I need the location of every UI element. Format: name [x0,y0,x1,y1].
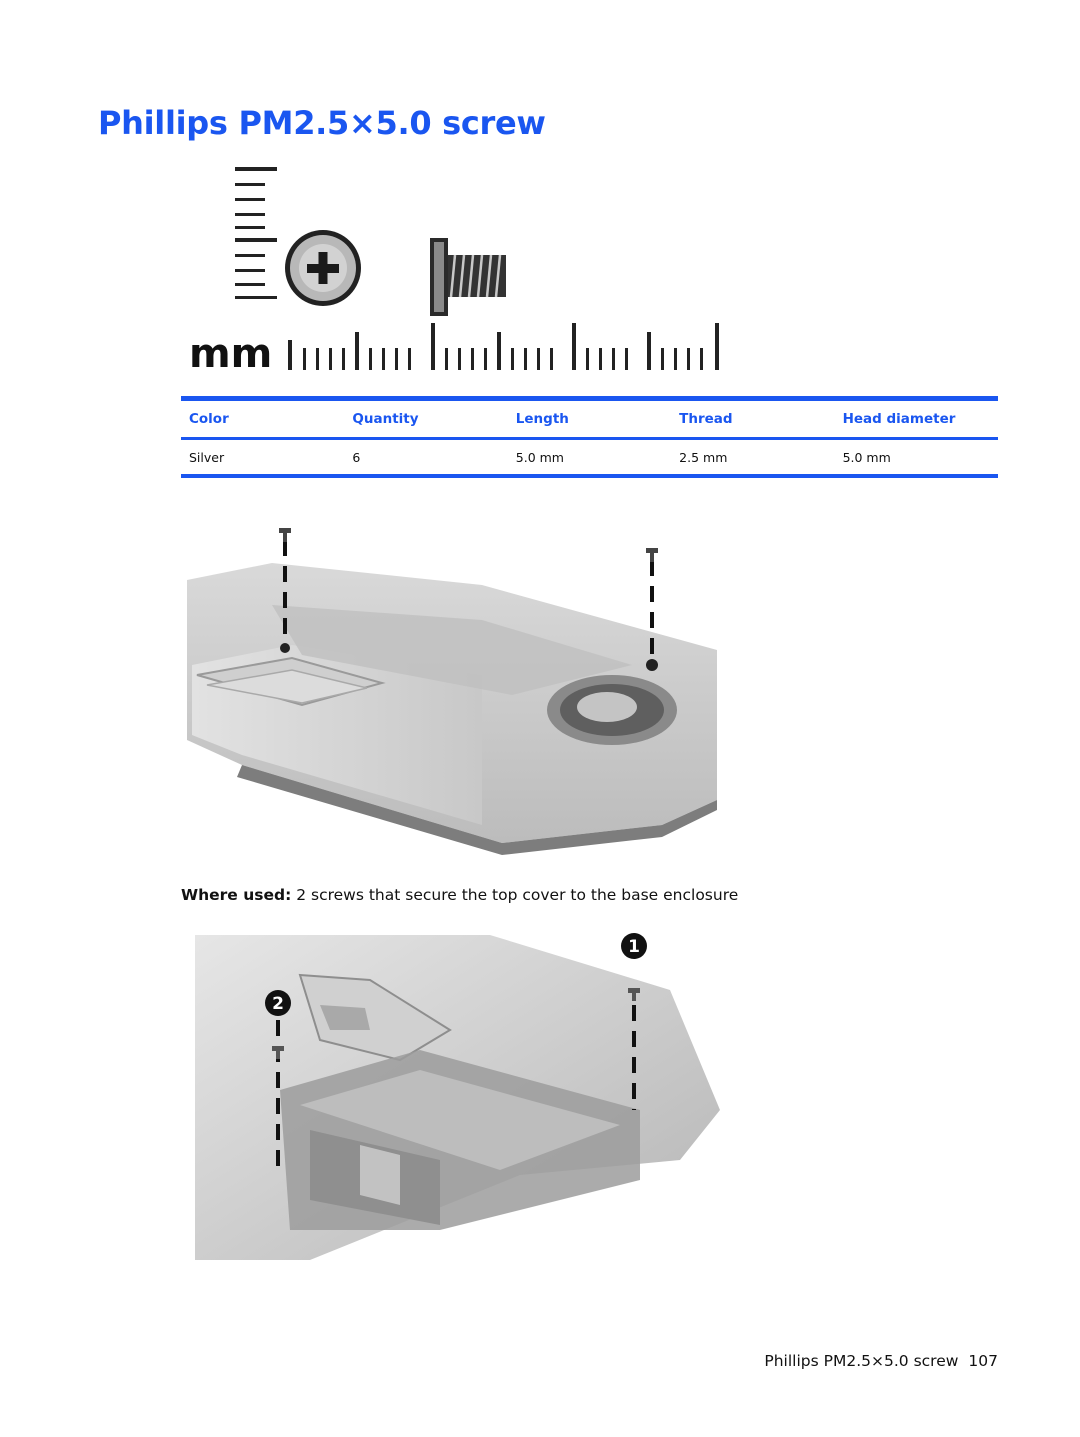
page-footer: Phillips PM2.5×5.0 screw 107 [764,1352,998,1370]
cell-length: 5.0 mm [515,449,564,465]
callout-2-badge: 2 [265,990,291,1016]
table-bottom-rule [181,474,998,478]
callout-2-number: 2 [272,994,284,1014]
vertical-ruler [235,167,277,299]
screw-head-top-view [285,230,361,306]
where-used-text: 2 screws that secure the top cover to th… [296,886,739,904]
footer-title: Phillips PM2.5×5.0 screw [764,1352,959,1370]
table-header-row: Color Quantity Length Thread Head diamet… [181,401,998,437]
header-head-diameter: Head diameter [842,411,956,427]
base-enclosure-photo: 1 2 [195,933,720,1260]
cell-head-diameter: 5.0 mm [842,449,891,465]
screw-illustration: mm [189,167,719,377]
mm-unit-label: mm [189,331,272,377]
horizontal-ruler [288,323,719,370]
screw-side-view [430,238,506,316]
top-cover-screw-photo [187,528,717,855]
where-used-label: Where used: [181,886,292,904]
header-length: Length [515,411,569,427]
screw-spec-table: Color Quantity Length Thread Head diamet… [181,396,998,478]
header-color: Color [189,411,229,427]
cell-color: Silver [189,449,225,465]
callout-1-number: 1 [628,937,640,957]
page-title: Phillips PM2.5×5.0 screw [98,104,546,142]
table-row: Silver 6 5.0 mm 2.5 mm 5.0 mm [181,440,998,474]
callout-1-badge: 1 [621,933,647,959]
header-quantity: Quantity [352,411,419,427]
table-header-rule [181,437,998,440]
cell-thread: 2.5 mm [679,449,728,465]
cell-quantity: 6 [352,449,361,465]
page-number: 107 [968,1352,998,1370]
where-used-caption: Where used: 2 screws that secure the top… [181,886,738,904]
header-thread: Thread [679,411,733,427]
table-top-rule [181,396,998,401]
